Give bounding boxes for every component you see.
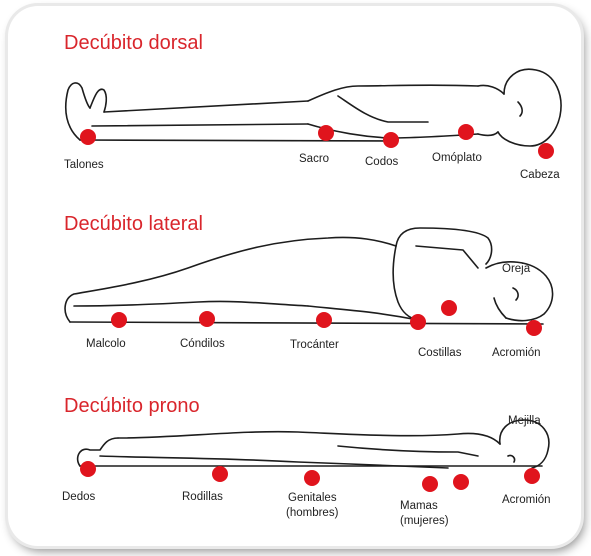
pressure-points-diagram: Decúbito dorsal Ta	[8, 6, 581, 546]
label-lateral-trocanter: Trocánter	[290, 339, 339, 351]
section-title-dorsal: Decúbito dorsal	[64, 32, 203, 54]
label-prono-dedos: Dedos	[62, 491, 95, 503]
section-prono: Decúbito prono Dedos Rodillas Genitales …	[62, 395, 551, 527]
label-prono-acromion: Acromión	[502, 494, 551, 506]
point-dorsal-cabeza	[538, 143, 554, 159]
point-dorsal-omoplato	[458, 124, 474, 140]
label-lateral-acromion: Acromión	[492, 347, 541, 359]
section-dorsal: Decúbito dorsal Ta	[64, 32, 561, 181]
label-lateral-costillas: Costillas	[418, 347, 462, 359]
point-dorsal-sacro	[318, 125, 334, 141]
point-prono-acromion	[524, 468, 540, 484]
dorsal-body-outline	[66, 69, 561, 146]
point-dorsal-talones	[80, 129, 96, 145]
point-prono-mamas	[422, 476, 438, 492]
lateral-body-outline	[65, 228, 553, 324]
point-prono-mamas-2	[453, 474, 469, 490]
point-lateral-costillas	[410, 314, 426, 330]
label-prono-genitales-sub: (hombres)	[286, 507, 339, 519]
section-title-prono: Decúbito prono	[64, 395, 200, 417]
label-dorsal-codos: Codos	[365, 156, 398, 168]
point-lateral-trocanter	[316, 312, 332, 328]
label-dorsal-talones: Talones	[64, 159, 104, 171]
label-prono-genitales: Genitales	[288, 492, 337, 504]
label-prono-rodillas: Rodillas	[182, 491, 223, 503]
point-lateral-acromion	[526, 320, 542, 336]
prono-body-outline	[78, 420, 549, 468]
point-dorsal-codos	[383, 132, 399, 148]
label-dorsal-omoplato: Omóplato	[432, 152, 482, 164]
point-prono-dedos	[80, 461, 96, 477]
label-prono-mamas: Mamas	[400, 500, 438, 512]
diagram-frame: Decúbito dorsal Ta	[8, 6, 581, 546]
point-prono-rodillas	[212, 466, 228, 482]
label-lateral-condilos: Cóndilos	[180, 338, 225, 350]
point-lateral-condilos	[199, 311, 215, 327]
section-lateral: Decúbito lateral Malcolo Cóndilos Trocán	[64, 213, 553, 359]
section-title-lateral: Decúbito lateral	[64, 213, 203, 235]
label-lateral-oreja: Oreja	[502, 263, 531, 275]
label-prono-mejilla: Mejilla	[508, 415, 541, 427]
point-lateral-maleolo	[111, 312, 127, 328]
label-dorsal-sacro: Sacro	[299, 153, 329, 165]
label-lateral-maleolo: Malcolo	[86, 338, 126, 350]
label-dorsal-cabeza: Cabeza	[520, 169, 560, 181]
point-lateral-costillas-2	[441, 300, 457, 316]
label-prono-mamas-sub: (mujeres)	[400, 515, 449, 527]
point-prono-genitales	[304, 470, 320, 486]
